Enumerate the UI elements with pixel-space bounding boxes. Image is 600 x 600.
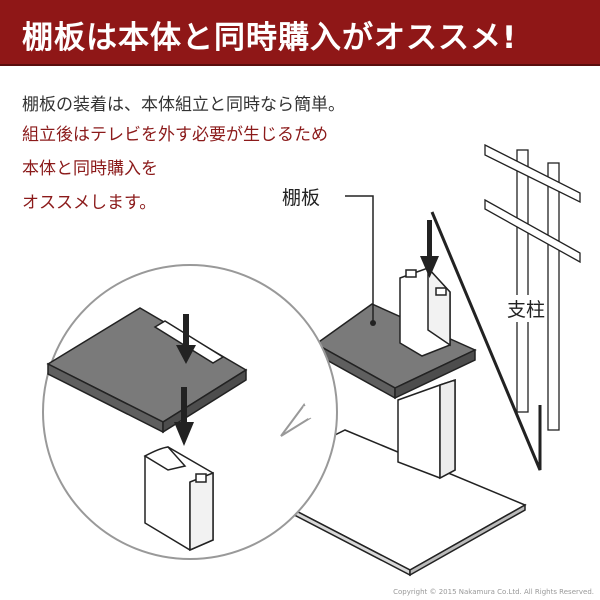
guide-line <box>430 211 542 471</box>
description-line-4: オススメします。 <box>22 193 157 213</box>
shelf-board <box>314 303 477 400</box>
main-pillar <box>397 378 456 480</box>
pillar-top-segment <box>399 266 451 357</box>
insert-arrow-icon <box>420 220 439 278</box>
zoom-pillar <box>143 446 214 552</box>
pillar-label: 支柱 <box>505 295 548 322</box>
description-line-3: 本体と同時購入を <box>22 159 158 179</box>
banner-title: 棚板は本体と同時購入がオススメ! <box>22 20 518 56</box>
shelf-leader-line <box>345 195 374 323</box>
header-banner: 棚板は本体と同時購入がオススメ! <box>0 0 600 66</box>
base-plate <box>274 429 527 577</box>
zoom-insert-arrow-icon <box>174 314 196 446</box>
description-line-2: 組立後はテレビを外す必要が生じるため <box>22 125 328 145</box>
pillar-parts <box>484 143 581 431</box>
copyright-notice: Copyright © 2015 Nakamura Co.Ltd. All Ri… <box>393 588 594 596</box>
shelf-label: 棚板 <box>282 187 321 209</box>
description-line-1: 棚板の装着は、本体組立と同時なら簡単。 <box>22 95 345 115</box>
